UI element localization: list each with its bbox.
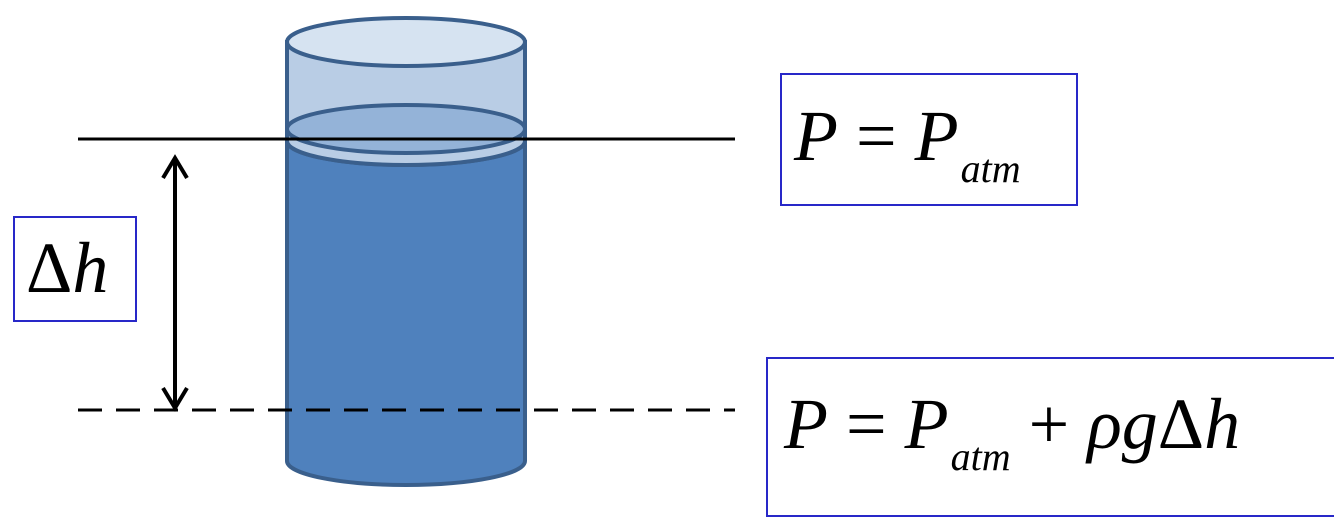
equals-sign: = [845,384,887,464]
liquid-surface [285,103,527,155]
delta-h-label: Δh [26,232,108,304]
surface-pressure-formula: P = Patm [794,100,1021,189]
atm-subscript: atm [950,434,1011,479]
h-symbol: h [1204,384,1241,464]
gravity-symbol: g [1121,384,1158,464]
hydrostatic-pressure-diagram [78,16,735,487]
equals-sign: = [855,96,897,176]
pressure-symbol: P [794,96,838,176]
delta-symbol: Δ [26,228,73,308]
density-symbol: ρ [1087,384,1122,464]
delta-symbol: Δ [1157,384,1205,464]
atm-subscript: atm [960,146,1021,191]
atm-pressure-symbol: P [914,96,959,176]
liquid-body [285,140,527,487]
pressure-symbol: P [784,384,828,464]
h-symbol: h [72,228,109,308]
plus-sign: + [1028,384,1070,464]
depth-double-arrow [161,154,189,412]
cylinder-top-opening [285,16,527,68]
depth-pressure-formula: P = Patm + ρgΔh [784,388,1240,477]
atm-pressure-symbol: P [904,384,949,464]
delta-h-label-box [13,216,137,322]
surface-pressure-formula-box [780,73,1078,206]
